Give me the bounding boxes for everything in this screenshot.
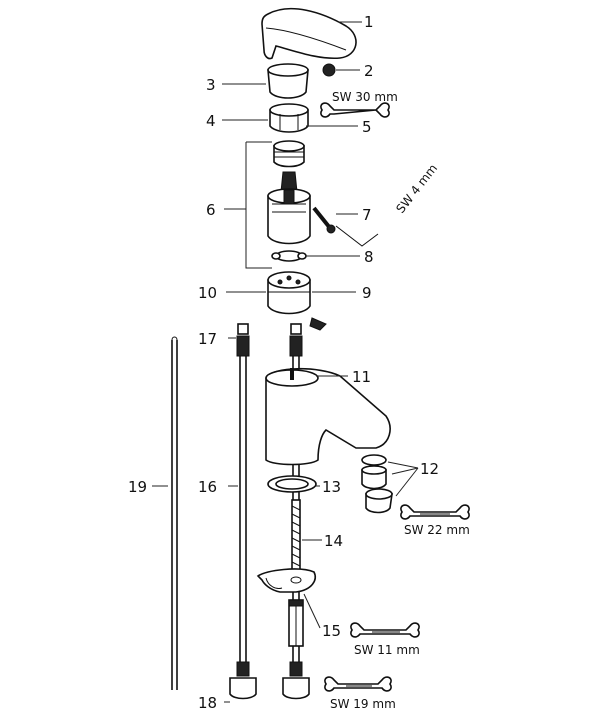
part-12-aerator xyxy=(361,454,393,514)
label-sw4: SW 4 mm xyxy=(393,161,440,215)
callout-13: 13 xyxy=(322,478,341,496)
callout-8: 8 xyxy=(364,248,374,266)
part-7-screw xyxy=(312,206,379,247)
part-9-adapter xyxy=(267,271,311,315)
wrench-sw19 xyxy=(324,676,392,692)
label-sw19: SW 19 mm xyxy=(330,697,396,711)
label-sw30: SW 30 mm xyxy=(332,90,398,104)
label-sw22: SW 22 mm xyxy=(404,523,470,537)
part-18-hose-nuts xyxy=(229,677,310,700)
callout-14: 14 xyxy=(324,532,343,550)
wing-clip xyxy=(309,317,327,331)
callout-11: 11 xyxy=(352,368,371,386)
part-1-lever-handle xyxy=(261,7,357,60)
part-2-set-screw xyxy=(322,63,336,77)
callout-2: 2 xyxy=(364,62,374,80)
callout-12: 12 xyxy=(420,460,439,478)
callout-4: 4 xyxy=(206,112,216,130)
callout-5: 5 xyxy=(362,118,372,136)
part-13-gasket xyxy=(267,475,317,493)
callout-18: 18 xyxy=(198,694,217,712)
callout-1: 1 xyxy=(364,13,374,31)
callout-15: 15 xyxy=(322,622,341,640)
callout-10: 10 xyxy=(198,284,217,302)
callout-19: 19 xyxy=(128,478,147,496)
part-3-cover-cap xyxy=(267,63,309,99)
leader-lines xyxy=(152,21,419,703)
callout-9: 9 xyxy=(362,284,372,302)
part-19-rod xyxy=(171,336,178,690)
wrench-sw22 xyxy=(400,504,470,520)
callout-3: 3 xyxy=(206,76,216,94)
label-sw11: SW 11 mm xyxy=(354,643,420,657)
callout-7: 7 xyxy=(362,206,372,224)
part-17-hose-connectors xyxy=(236,323,303,357)
part-14-threaded-rod xyxy=(291,499,301,579)
part-6-cartridge xyxy=(267,140,311,245)
callout-16: 16 xyxy=(198,478,217,496)
part-15-mounting-plate xyxy=(256,568,316,647)
part-4-nut xyxy=(269,103,309,133)
part-8-seals xyxy=(271,250,307,262)
callout-6: 6 xyxy=(206,201,216,219)
callout-labels: 1 2 3 4 5 6 7 8 9 10 11 12 13 14 15 16 1… xyxy=(128,13,439,712)
part-11-faucet-body xyxy=(265,367,391,466)
wrench-sw30 xyxy=(320,102,390,118)
wrench-sw11 xyxy=(350,622,420,638)
callout-17: 17 xyxy=(198,330,217,348)
